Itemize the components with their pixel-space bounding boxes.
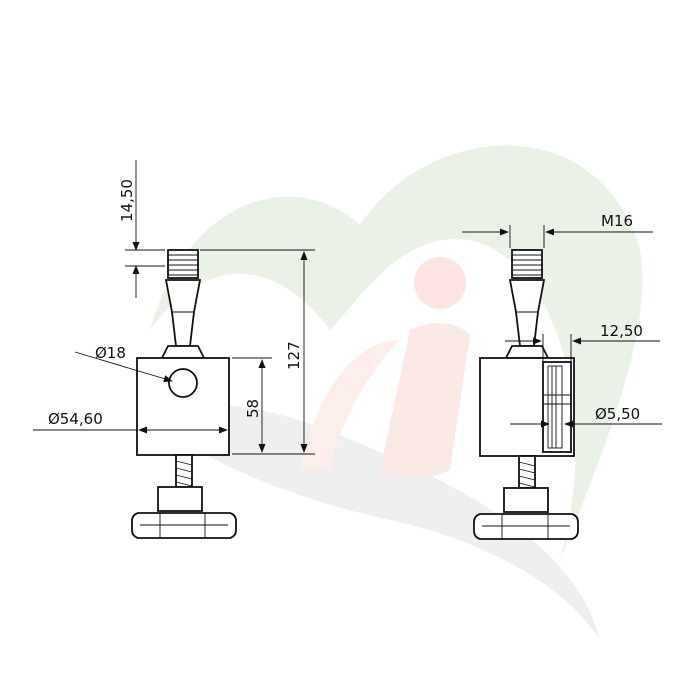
right-knob-hub (503, 487, 549, 513)
dim-slot-width: 12,50 (600, 322, 643, 340)
right-knob (473, 513, 579, 540)
dim-total-height: 127 (285, 341, 303, 370)
dim-thread: M16 (601, 212, 633, 230)
right-thread-stud (511, 249, 543, 279)
watermark-red-arc (300, 340, 400, 470)
right-slot-housing (542, 361, 572, 453)
dim-slot-diameter: Ø5,50 (595, 405, 640, 423)
left-thread-stud (167, 249, 199, 279)
right-view (473, 249, 579, 540)
dim-body-height: 58 (244, 399, 262, 418)
right-dimensions: M16 12,50 Ø5,50 (462, 212, 662, 428)
right-neck (508, 279, 546, 347)
dim-body-diameter: Ø54,60 (48, 410, 103, 428)
left-view (131, 249, 237, 539)
dim-height-top: 14,50 (118, 179, 136, 222)
left-knob (131, 512, 237, 539)
watermark-red-figure (380, 323, 470, 478)
left-neck (164, 279, 202, 347)
watermark-red-dot (414, 257, 466, 309)
dim-hole-diameter: Ø18 (95, 344, 126, 362)
watermark-grey-swoosh (150, 405, 600, 640)
left-cross-hole (168, 368, 198, 398)
left-dimensions: 14,50 127 58 Ø18 Ø54,60 (33, 160, 315, 455)
left-knob-hub (157, 486, 203, 512)
